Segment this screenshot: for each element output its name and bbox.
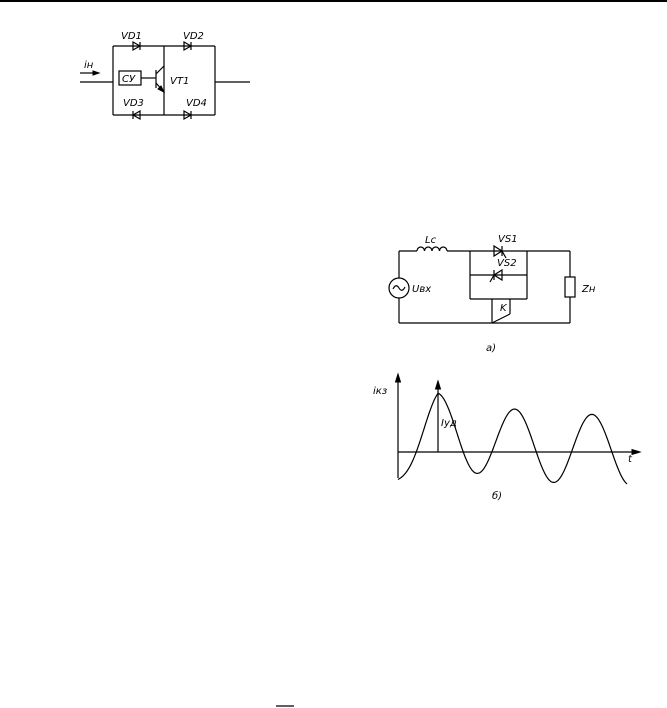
bridge-circuit: iн VD1 VD2 VD3 VD4 СУ VT1: [80, 31, 250, 121]
control-block-label: СУ: [122, 74, 136, 85]
diode-vd1-icon: [132, 40, 142, 52]
transistor-collector-icon: [155, 65, 165, 75]
page-top-rule: [0, 0, 667, 2]
circuit-caption-a: а): [486, 343, 496, 354]
peak-marker-arrow-icon: [434, 379, 442, 390]
switch-label: K: [500, 303, 508, 314]
diode-vd4-icon: [183, 109, 193, 121]
transistor-arrow-icon: [157, 85, 166, 94]
ac-source-icon: [388, 277, 410, 299]
thyristor-vs1-gate: [501, 250, 507, 259]
diode-vd2-label: VD2: [183, 31, 204, 42]
inductor-icon: [416, 246, 448, 252]
current-graph: iкз Iуд t б): [373, 372, 642, 502]
thyristor-vs2-label: VS2: [497, 258, 517, 269]
thyristor-vs2-gate: [489, 274, 495, 283]
inductor-label: Lc: [425, 235, 437, 246]
ac-wave-icon: [392, 285, 406, 291]
x-axis-arrow-icon: [631, 448, 642, 456]
load-label: Zн: [581, 284, 596, 295]
thyristor-vs2-icon: [492, 268, 503, 282]
diode-vd3-icon: [131, 109, 141, 121]
switch-icon: [491, 313, 511, 324]
diode-vd3-label: VD3: [123, 98, 144, 109]
current-curve: [397, 392, 628, 485]
graph-caption-b: б): [492, 490, 502, 502]
x-axis-label: t: [628, 454, 633, 465]
load-resistor-icon: [564, 276, 576, 298]
input-current-label: iн: [84, 60, 94, 71]
transistor-label: VT1: [170, 76, 189, 87]
diode-vd2-icon: [183, 40, 193, 52]
y-axis-label: iкз: [373, 386, 387, 397]
thyristor-vs1-icon: [493, 244, 504, 258]
diode-vd4-label: VD4: [186, 98, 207, 109]
diode-vd1-label: VD1: [121, 31, 142, 42]
source-voltage-label: Uвх: [412, 284, 431, 295]
thyristor-vs1-label: VS1: [498, 234, 518, 245]
peak-current-label: Iуд: [441, 418, 457, 429]
thyristor-circuit: Uвх Lc VS1 VS2 K Zн а): [388, 234, 596, 354]
y-axis-arrow-icon: [394, 372, 402, 383]
